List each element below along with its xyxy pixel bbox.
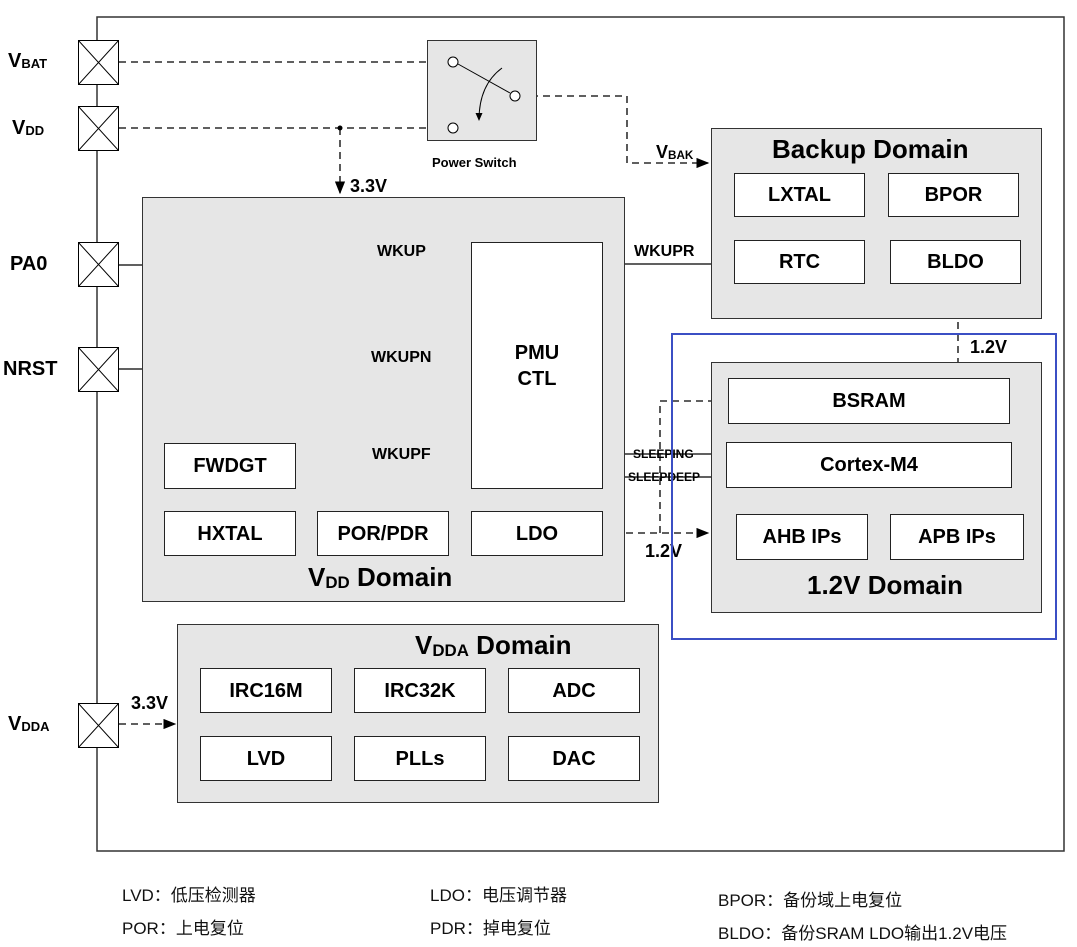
vbat-pad [78, 40, 119, 85]
sleeping-label: SLEEPING [633, 447, 694, 461]
fwdgt-block: FWDGT [164, 443, 296, 489]
highlight-box [671, 333, 1057, 640]
plls-block: PLLs [354, 736, 486, 781]
vdda-label: VDDA [8, 713, 50, 735]
pa0-pad [78, 242, 119, 287]
irc32k-block: IRC32K [354, 668, 486, 713]
bpor-block: BPOR [888, 173, 1019, 217]
vdd-domain-title: VDD Domain [308, 562, 453, 592]
ldo-block: LDO [471, 511, 603, 556]
wkupr-label: WKUPR [634, 243, 695, 260]
vdda-pad [78, 703, 119, 748]
vdda-3v3-label: 3.3V [131, 693, 169, 713]
vdd-pad [78, 106, 119, 151]
cortex-m4-block: Cortex-M4 [726, 442, 1012, 488]
vbak-label: VBAK [656, 142, 694, 163]
switch-icon [447, 56, 521, 134]
backup-domain-title: Backup Domain [772, 134, 969, 164]
wkupf-label: WKUPF [372, 446, 431, 463]
wkup-label: WKUP [377, 243, 426, 260]
backup-domain [711, 128, 1042, 319]
domain-1v2-title: 1.2V Domain [807, 570, 964, 600]
rtc-block: RTC [734, 240, 865, 284]
pa0-label: PA0 [10, 253, 48, 275]
wkupn-label: WKUPN [371, 349, 432, 366]
nrst-pad [78, 347, 119, 392]
ahb-ips-block: AHB IPs [736, 514, 868, 560]
legend-lvd: LVD：低压检测器 [122, 886, 256, 905]
irc16m-block: IRC16M [200, 668, 332, 713]
bsram-block: BSRAM [728, 378, 1010, 424]
legend-pdr: PDR：掉电复位 [430, 919, 551, 938]
sleepdeep-label: SLEEPDEEP [628, 470, 701, 484]
lxtal-block: LXTAL [734, 173, 865, 217]
vdd-3v3-label: 3.3V [350, 176, 388, 196]
bldo-1v2-label: 1.2V [970, 337, 1008, 357]
pmu-ctl-block: PMU CTL [471, 242, 603, 489]
legend-ldo: LDO：电压调节器 [430, 886, 567, 905]
legend-bpor: BPOR：备份域上电复位 [718, 891, 903, 910]
vbat-label: VBAT [8, 50, 48, 72]
hxtal-block: HXTAL [164, 511, 296, 556]
chip-outline [96, 16, 1065, 852]
apb-ips-block: APB IPs [890, 514, 1024, 560]
power-switch-label: Power Switch [432, 155, 517, 170]
bldo-block: BLDO [890, 240, 1021, 284]
vdda-domain-title: VDDA Domain [415, 630, 572, 660]
vdd-label: VDD [12, 117, 45, 139]
power-switch [427, 40, 537, 141]
adc-block: ADC [508, 668, 640, 713]
lvd-block: LVD [200, 736, 332, 781]
legend-por: POR：上电复位 [122, 919, 244, 938]
legend-bldo: BLDO：备份SRAM LDO输出1.2V电压 [718, 924, 1008, 943]
dac-block: DAC [508, 736, 640, 781]
por-pdr-block: POR/PDR [317, 511, 449, 556]
nrst-label: NRST [3, 358, 58, 380]
